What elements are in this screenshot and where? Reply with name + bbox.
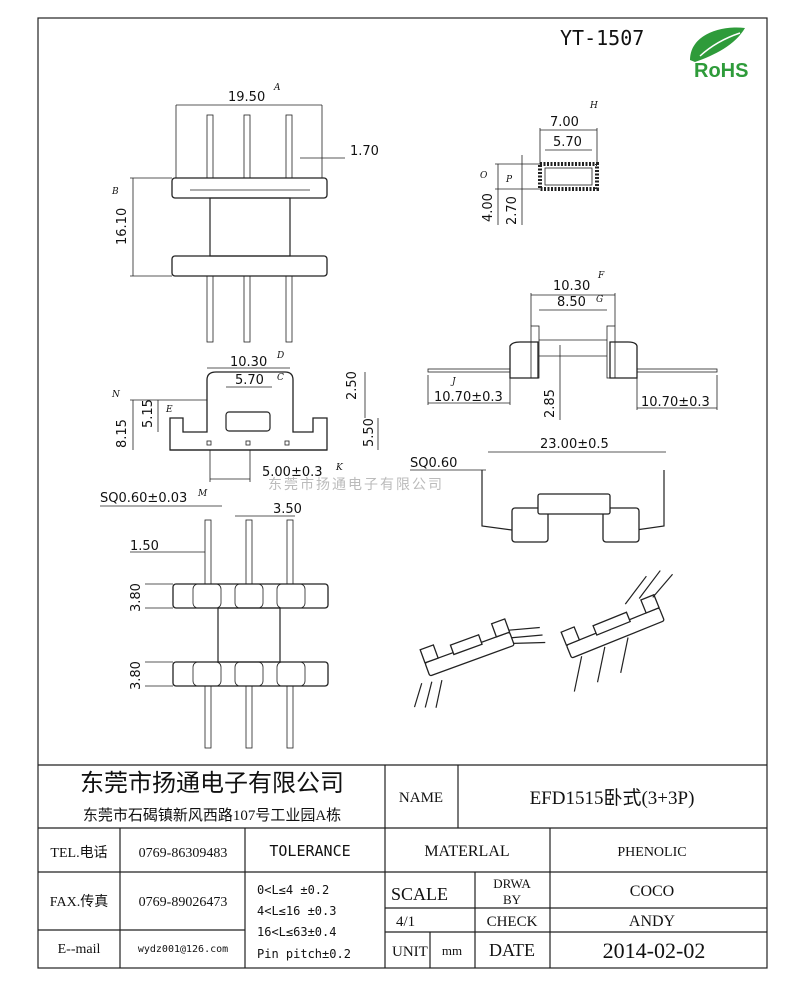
ref-f: F [597, 271, 605, 281]
ref-m: M [197, 489, 208, 499]
name-label: NAME [399, 790, 443, 806]
tolerance-line-1: 0<L≤4 ±0.2 [257, 883, 329, 897]
ref-c: C [277, 373, 284, 383]
tolerance-line-4: Pin pitch±0.2 [257, 947, 351, 961]
company-name: 东莞市扬通电子有限公司 [80, 770, 344, 797]
dim-flange-top: 2.50 [345, 371, 360, 400]
dim-lead-left: 10.70±0.3 [434, 390, 503, 405]
email-label: E--mail [58, 942, 101, 957]
dim-core-inner: 5.70 [553, 135, 582, 150]
ref-d: D [276, 351, 284, 361]
drawn-label-2: BY [503, 892, 522, 907]
dim-standoff: 2.85 [543, 389, 558, 418]
ref-e: E [165, 405, 173, 415]
dim-flange-height: 5.50 [362, 418, 377, 447]
drawn-label-1: DRWA [493, 876, 531, 891]
ref-p: P [505, 175, 513, 185]
dim-pin-pitch: 5.00±0.3 [262, 465, 323, 480]
tel-label: TEL.电话 [50, 845, 107, 861]
ref-o: O [480, 171, 488, 181]
drawn-value: COCO [630, 883, 674, 900]
check-label: CHECK [487, 914, 538, 930]
isometric-view-left [413, 618, 546, 708]
ref-h: H [589, 101, 598, 111]
dim-side-width: 10.30 [230, 355, 267, 370]
check-value: ANDY [629, 913, 676, 930]
dim-pin-edge: 1.50 [130, 539, 159, 554]
scale-value: 4/1 [396, 914, 415, 930]
tolerance-label: TOLERANCE [269, 842, 350, 860]
sheet-border [37, 17, 768, 969]
core-section-view [495, 128, 599, 225]
email-value: wydz001@126.com [138, 944, 228, 955]
dim-lead-right: 10.70±0.3 [641, 395, 710, 410]
dim-lead-span: 23.00±0.5 [540, 437, 609, 452]
dim-front-inner: 8.50 [557, 295, 586, 310]
date-label: DATE [489, 940, 535, 960]
dim-pin-offset: 1.70 [350, 144, 379, 159]
dim-pad-height-2: 3.80 [129, 661, 144, 690]
dim-pin-gap: 3.50 [273, 502, 302, 517]
ref-a: A [273, 83, 281, 93]
scale-label: SCALE [391, 884, 448, 904]
ref-k: K [335, 463, 344, 473]
unit-label: UNIT [392, 944, 428, 960]
bobbin-side-view [130, 367, 379, 482]
dim-window-width: 5.70 [235, 373, 264, 388]
unit-value: mm [442, 943, 462, 958]
material-label: MATERLAL [424, 843, 509, 860]
dim-core-outer: 7.00 [550, 115, 579, 130]
dim-front-width: 10.30 [553, 279, 590, 294]
ref-n: N [111, 390, 121, 400]
tolerance-line-3: 16<L≤63±0.4 [257, 925, 336, 939]
bobbin-bottom-view [100, 505, 329, 749]
bobbin-end-view [427, 293, 718, 420]
dim-core-inner-height: 2.70 [505, 196, 520, 225]
isometric-view-right [560, 570, 674, 692]
watermark: 东莞市扬通电子有限公司 [268, 476, 444, 493]
dim-pin-square: SQ0.60±0.03 [100, 491, 187, 506]
dim-pad-height-1: 3.80 [129, 583, 144, 612]
fax-value: 0769-89026473 [139, 895, 228, 910]
company-address: 东莞市石碣镇新风西路107号工业园A栋 [83, 806, 341, 824]
title-block [38, 764, 767, 968]
dim-top-width: 19.50 [228, 90, 265, 105]
dim-height: 16.10 [115, 208, 130, 245]
tel-value: 0769-86309483 [139, 846, 228, 861]
part-number: YT-1507 [560, 26, 644, 50]
bobbin-front-view [130, 104, 345, 343]
bobbin-bent-lead-view [410, 451, 666, 543]
svg-text:RoHS: RoHS [694, 60, 748, 82]
date-value: 2014-02-02 [603, 938, 706, 963]
ref-b: B [111, 187, 119, 197]
material-value: PHENOLIC [617, 845, 686, 860]
dim-lead-square: SQ0.60 [410, 456, 457, 471]
fax-label: FAX.传真 [50, 894, 108, 910]
dim-total-height: 8.15 [115, 419, 130, 448]
dim-core-height: 4.00 [481, 193, 496, 222]
ref-g: G [596, 295, 603, 305]
ref-j: J [450, 377, 457, 387]
name-value: EFD1515卧式(3+3P) [530, 787, 695, 809]
dim-window-height: 5.15 [141, 399, 156, 428]
tolerance-line-2: 4<L≤16 ±0.3 [257, 904, 336, 918]
rohs-logo: RoHS [690, 27, 748, 82]
